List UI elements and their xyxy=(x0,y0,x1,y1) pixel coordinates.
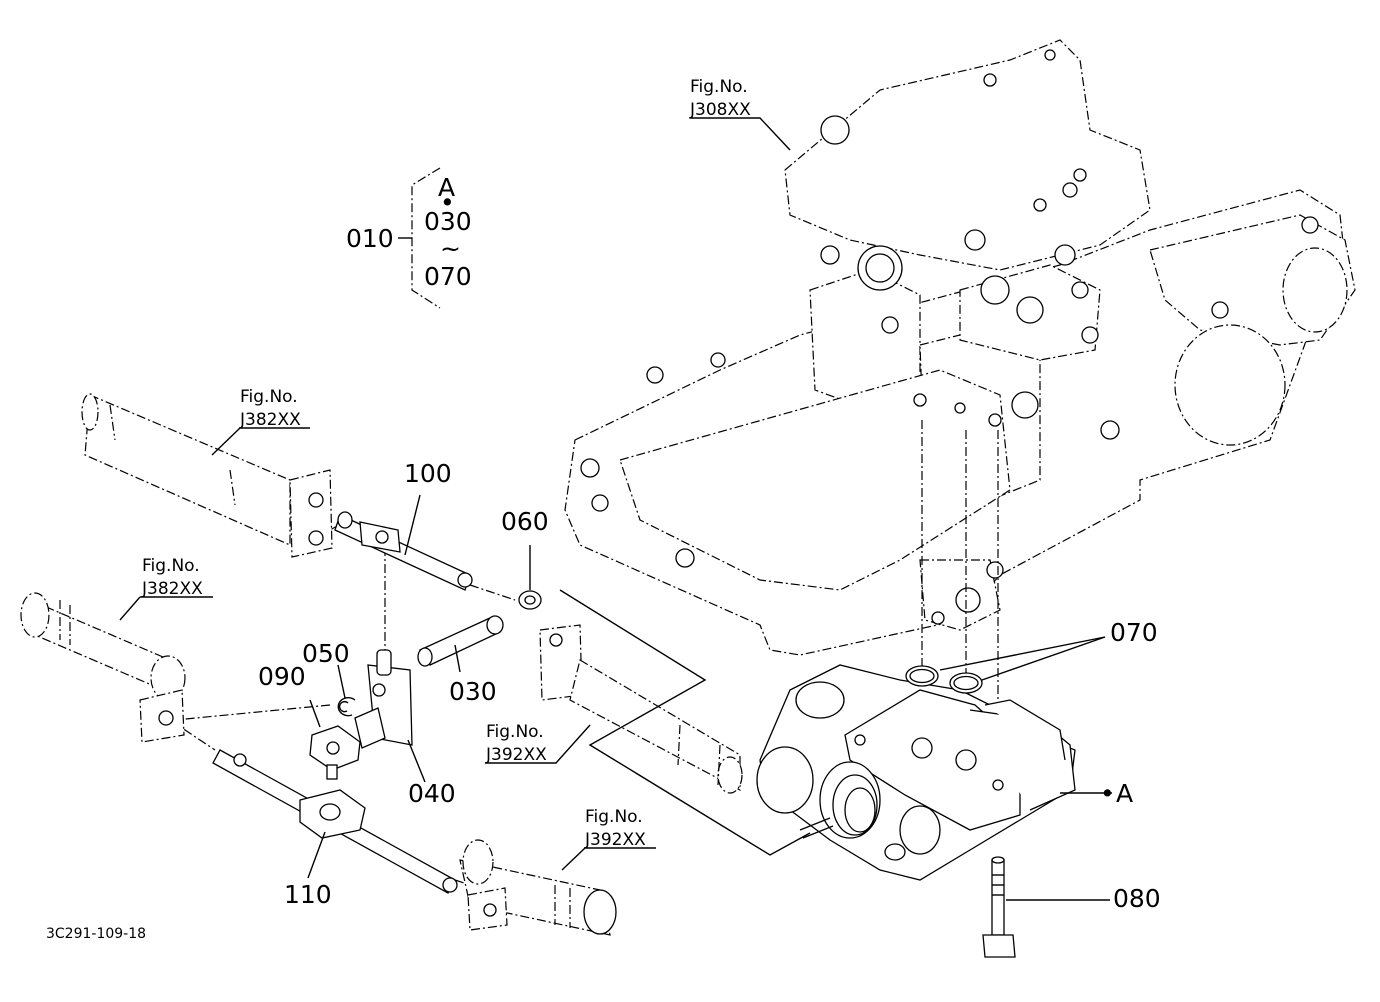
lower-right-shaft xyxy=(459,839,617,936)
part-label-070: 070 xyxy=(1110,618,1158,647)
fig-ref-j308-caption: Fig.No. xyxy=(690,77,748,97)
lower-left-shaft xyxy=(20,592,186,743)
fig-ref-j382-left-number: J382XX xyxy=(141,579,203,599)
point-a-dot: • xyxy=(1100,779,1115,808)
part-label-090: 090 xyxy=(258,662,306,691)
part-label-030: 030 xyxy=(449,677,497,706)
control-valve-body xyxy=(756,664,1076,881)
assembly-parent-label: 010 xyxy=(346,224,394,253)
circlip-050 xyxy=(337,696,356,717)
fig-ref-j392-bottom-number: J392XX xyxy=(584,830,646,850)
middle-shaft xyxy=(539,624,743,794)
hydraulic-housing xyxy=(564,39,1356,656)
assembly-bracket xyxy=(398,167,441,309)
fig-ref-j392-mid-number: J392XX xyxy=(485,745,547,765)
part-label-080: 080 xyxy=(1113,884,1161,913)
o-rings xyxy=(905,665,983,694)
assembly-member-a-label: A xyxy=(438,173,455,202)
part-label-040: 040 xyxy=(408,779,456,808)
assembly-member-070-label: 070 xyxy=(424,262,472,291)
labels: 010 A • 030 ~ 070 100 060 050 090 030 04… xyxy=(46,77,1161,942)
fig-ref-j382-top-caption: Fig.No. xyxy=(240,387,298,407)
part-label-100: 100 xyxy=(404,459,452,488)
fig-ref-j308-number: J308XX xyxy=(689,100,751,120)
part-label-050: 050 xyxy=(302,639,350,668)
assembly-dot-label: • xyxy=(440,188,455,217)
fig-ref-j382-top-number: J382XX xyxy=(239,410,301,430)
bolt-080 xyxy=(982,856,1016,958)
fig-ref-j392-mid-caption: Fig.No. xyxy=(486,722,544,742)
joint-090 xyxy=(309,725,361,780)
upper-lever-shaft xyxy=(81,393,333,558)
drawing-code: 3C291-109-18 xyxy=(46,926,146,942)
assembly-range-symbol: ~ xyxy=(440,234,461,263)
point-a-label: A xyxy=(1116,779,1133,808)
pin-030 xyxy=(417,615,504,667)
collar-060 xyxy=(518,590,542,610)
leader-lines xyxy=(119,117,1112,901)
part-label-110: 110 xyxy=(284,880,332,909)
rod-110 xyxy=(212,749,458,894)
lever-bracket-040 xyxy=(354,649,413,749)
rod-100 xyxy=(334,511,473,591)
part-label-060: 060 xyxy=(501,507,549,536)
fig-ref-j382-left-caption: Fig.No. xyxy=(142,556,200,576)
fig-ref-j392-bottom-caption: Fig.No. xyxy=(585,807,643,827)
assembly-member-030-label: 030 xyxy=(424,207,472,236)
